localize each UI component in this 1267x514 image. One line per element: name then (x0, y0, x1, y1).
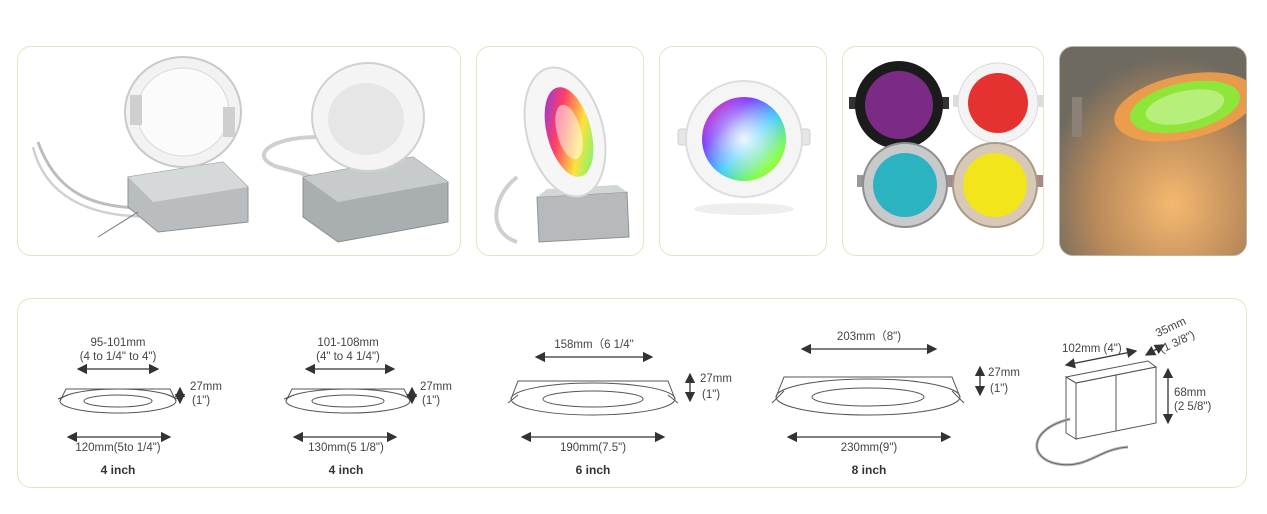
junction-box-height-imperial: (2 5/8") (1174, 401, 1212, 413)
model-3-top-dim: 158mm（6 1/4" (554, 339, 634, 351)
model-2-bottom-dim: 130mm(5 1/8") (308, 442, 384, 454)
model-3-height-dim: 27mm (700, 373, 732, 385)
model-4-height-dim-imperial: (1") (990, 383, 1009, 395)
model-3-height-dim-imperial: (1") (702, 389, 721, 401)
product-photo-rgb-tilted (476, 46, 644, 256)
model-1-bottom-dim: 120mm(5to 1/4") (75, 442, 161, 454)
model-2-size-label: 4 inch (328, 463, 364, 477)
model-1-height-dim-imperial: (1") (192, 395, 211, 407)
model-4-height-dim: 27mm (988, 367, 1020, 379)
model-3-size-label: 6 inch (575, 463, 611, 477)
model-1-height-dim: 27mm (190, 381, 222, 393)
model-1-top-dim-imperial: (4 to 1/4" to 4") (79, 351, 157, 363)
product-photo-rgb-front (659, 46, 827, 256)
model-3-bottom-dim: 190mm(7.5") (559, 442, 627, 454)
dimension-specs-panel: 95-101mm (4 to 1/4" to 4") 27mm (1") 120… (17, 298, 1247, 488)
product-photo-color-variants (842, 46, 1044, 256)
model-4-bottom-dim: 230mm(9") (840, 442, 898, 454)
product-photo-installed-glow (1059, 46, 1247, 256)
product-photo-junction-box (17, 46, 461, 256)
model-4-size-label: 8 inch (851, 463, 887, 477)
model-4-top-dim: 203mm（8") (836, 331, 902, 343)
junction-box-width: 102mm (4") (1062, 343, 1122, 355)
model-2-top-dim: 101-108mm (317, 337, 379, 349)
model-2-height-dim-imperial: (1") (422, 395, 441, 407)
model-1-top-dim: 95-101mm (90, 337, 146, 349)
model-1-size-label: 4 inch (100, 463, 136, 477)
model-2-height-dim: 27mm (420, 381, 452, 393)
model-2-top-dim-imperial: (4" to 4 1/4") (316, 351, 380, 363)
junction-box-height: 68mm (1174, 387, 1206, 399)
